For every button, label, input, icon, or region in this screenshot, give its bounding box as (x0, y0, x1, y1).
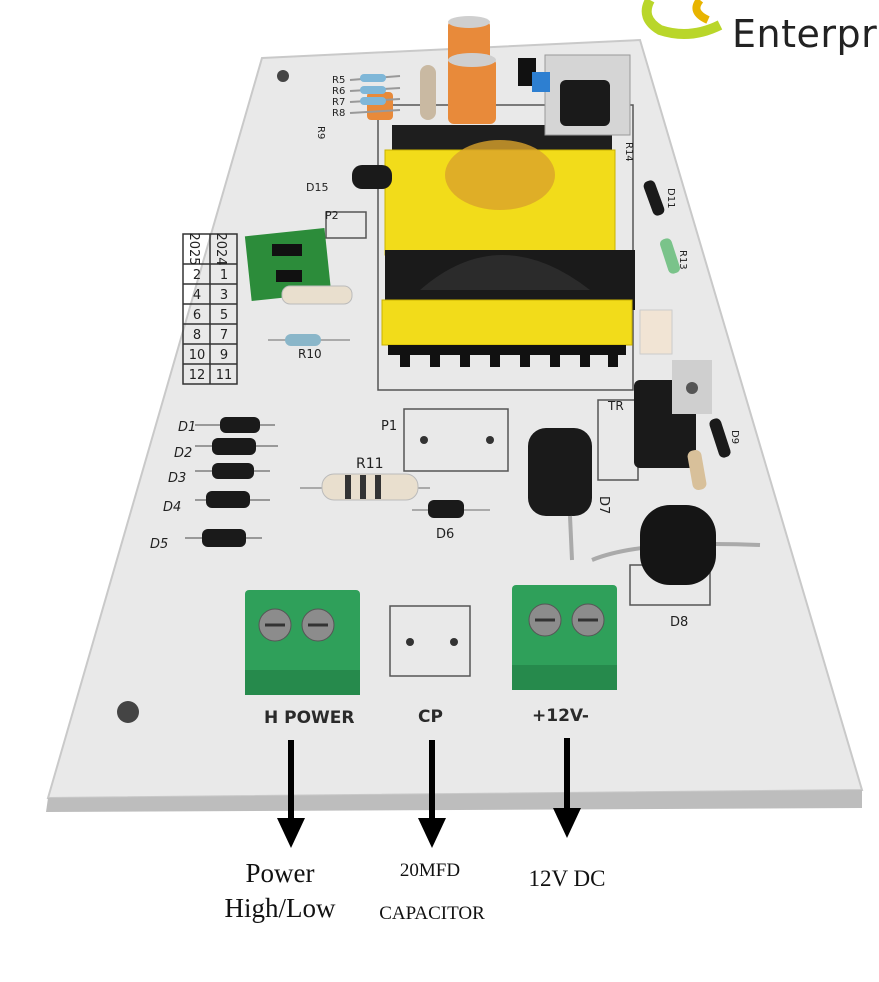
label-tr: TR (607, 399, 624, 413)
label-d9: D9 (729, 430, 740, 444)
brand-logo-text: Enterpr (732, 12, 878, 56)
resistor (281, 285, 353, 305)
transistor (518, 58, 536, 86)
label-d4: D4 (163, 500, 181, 515)
diode-d2 (212, 438, 256, 455)
brand-logo-icon (641, 0, 723, 39)
label-d15: D15 (306, 181, 328, 194)
diode-d4 (206, 491, 250, 508)
resistor (687, 450, 707, 490)
diode-d11 (643, 180, 665, 216)
label-r14: R14 (623, 142, 634, 162)
label-d6: D6 (436, 527, 454, 542)
date-table (182, 233, 238, 385)
label-d8: D8 (670, 615, 688, 630)
label-r10: R10 (298, 347, 322, 361)
date-cell: 11 (216, 368, 233, 383)
date-header: 2024 (213, 232, 228, 265)
green-module (244, 227, 332, 302)
date-cell: 8 (193, 328, 201, 343)
label-p2: P2 (325, 209, 339, 222)
diode-d9 (709, 418, 731, 458)
date-cell: 10 (189, 348, 206, 363)
date-cell: 4 (193, 288, 201, 303)
caption-power-line2: High/Low (224, 893, 336, 923)
cp-pad (406, 638, 414, 646)
label-d5: D5 (150, 537, 168, 552)
label-d7: D7 (596, 496, 611, 514)
label-r8: R8 (332, 108, 345, 119)
date-cell: 9 (220, 348, 228, 363)
date-header: 2025 (186, 232, 201, 265)
diode-d6 (428, 500, 464, 518)
date-cell: 7 (220, 328, 228, 343)
label-p1: P1 (381, 419, 397, 434)
transistor-tr (634, 360, 712, 468)
mounting-hole (117, 701, 139, 723)
label-r13: R13 (677, 250, 688, 270)
diode-d8 (640, 505, 716, 585)
label-r9: R9 (315, 126, 326, 139)
diode-d1 (220, 417, 260, 433)
transformer (381, 125, 635, 367)
label-d3: D3 (168, 471, 186, 486)
date-cell: 5 (220, 308, 228, 323)
label-r11: R11 (356, 456, 384, 472)
label-r6: R6 (332, 86, 345, 97)
connector (639, 309, 673, 355)
diode-d3 (212, 463, 254, 479)
resistor-r13 (660, 238, 680, 274)
date-cell: 2 (193, 268, 201, 283)
label-d11: D11 (665, 188, 676, 208)
date-cell: 3 (220, 288, 228, 303)
label-d1: D1 (178, 420, 196, 435)
diode-d5 (202, 529, 246, 547)
terminal-block-12v (512, 585, 617, 690)
cp-pad (450, 638, 458, 646)
caption-12v-dc: 12V DC (528, 866, 606, 891)
date-cell: 1 (220, 268, 228, 283)
label-r5: R5 (332, 75, 345, 86)
label-r7: R7 (332, 97, 345, 108)
date-cell: 12 (189, 368, 206, 383)
terminal-block-power (245, 590, 360, 695)
diode-d7 (528, 428, 592, 516)
silk-label-power: H POWER (264, 708, 355, 728)
silk-label-cp: CP (418, 707, 443, 727)
caption-power-line1: Power (245, 858, 315, 888)
caption-cap-line2: CAPACITOR (379, 903, 485, 924)
label-d2: D2 (174, 446, 192, 461)
diode-d15 (352, 165, 392, 189)
silk-label-12v: +12V- (532, 706, 589, 726)
mounting-hole (277, 70, 289, 82)
date-cell: 6 (193, 308, 201, 323)
resistor-r11 (321, 473, 419, 501)
caption-cap-line1: 20MFD (399, 860, 461, 881)
resistor-r10 (285, 334, 321, 346)
